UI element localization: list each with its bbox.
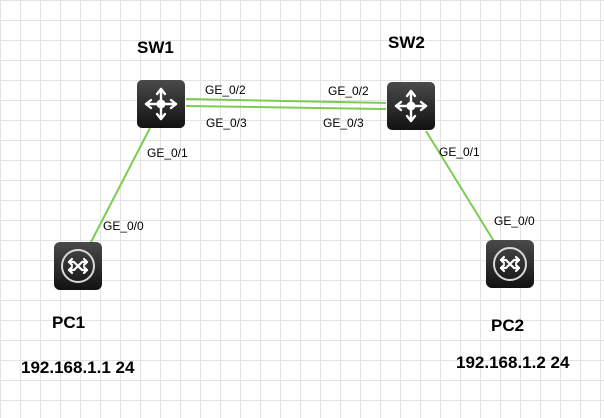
link-sw1-pc1[interactable] xyxy=(89,127,151,245)
port-label-sw2-ge02: GE_0/2 xyxy=(328,84,369,98)
links xyxy=(89,98,496,245)
sw1-device[interactable] xyxy=(137,80,185,128)
port-label-sw1-ge02: GE_0/2 xyxy=(205,83,246,97)
sw1-name-label: SW1 xyxy=(137,38,174,57)
pc2-ip-label: 192.168.1.2 24 xyxy=(456,353,570,372)
port-label-pc2-ge00: GE_0/0 xyxy=(494,214,535,228)
pc1-name-label: PC1 xyxy=(52,313,86,332)
port-label-sw1-ge03: GE_0/3 xyxy=(206,116,247,130)
pc1-ip-label: 192.168.1.1 24 xyxy=(21,358,135,377)
port-label-sw2-ge01: GE_0/1 xyxy=(439,145,480,159)
port-label-sw1-ge01: GE_0/1 xyxy=(147,146,188,160)
link-sw2-pc2[interactable] xyxy=(425,130,496,244)
sw2-device[interactable] xyxy=(387,82,435,130)
port-label-pc1-ge00: GE_0/0 xyxy=(103,219,144,233)
router-icon xyxy=(67,257,89,275)
pc2-device[interactable] xyxy=(486,240,534,288)
pc2-name-label: PC2 xyxy=(491,316,525,335)
router-icon xyxy=(499,255,521,273)
link-sw1-sw2-ge03[interactable] xyxy=(185,105,387,110)
port-label-sw2-ge03: GE_0/3 xyxy=(323,116,364,130)
pc1-device[interactable] xyxy=(54,242,102,290)
sw2-name-label: SW2 xyxy=(388,33,425,52)
link-sw1-sw2-ge02[interactable] xyxy=(185,98,387,104)
